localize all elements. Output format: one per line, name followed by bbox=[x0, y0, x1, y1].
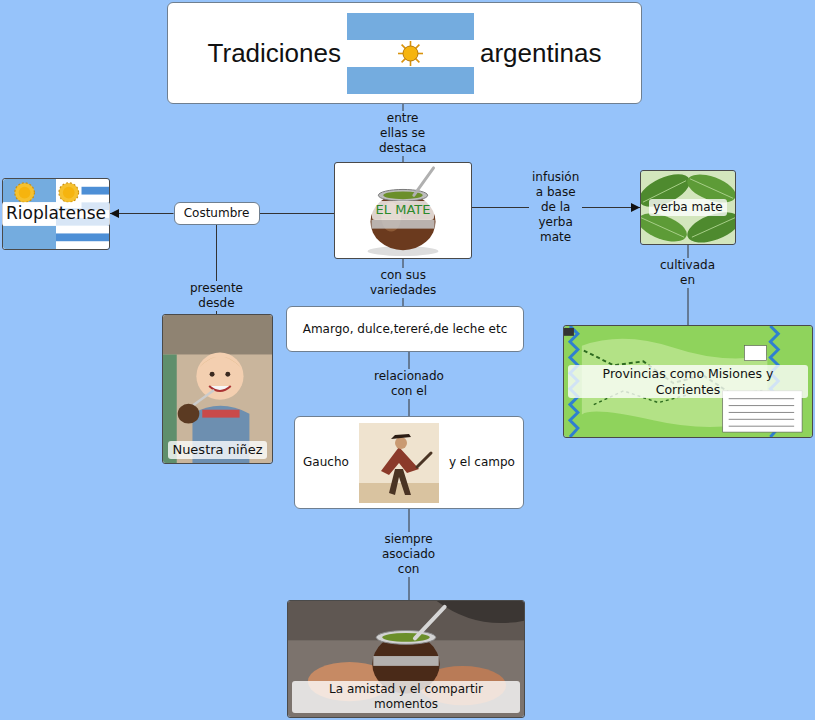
illustration-shape bbox=[196, 352, 243, 399]
illustration-shape bbox=[359, 483, 439, 503]
image-concept: La amistad y el compartir momentos bbox=[287, 600, 525, 718]
link-label: relacionado con el bbox=[371, 369, 447, 399]
illustration-shape bbox=[288, 601, 524, 717]
illustration-shape bbox=[729, 419, 794, 420]
image-slot bbox=[359, 423, 439, 503]
concept-text: Gaucho bbox=[303, 455, 349, 470]
image-slot bbox=[347, 13, 474, 94]
title-text: argentinas bbox=[480, 37, 601, 70]
image-concept: yerba mate bbox=[640, 170, 736, 245]
concept-text: y el campo bbox=[449, 455, 515, 470]
illustration-shape bbox=[729, 398, 794, 399]
connector bbox=[260, 213, 335, 214]
illustration-shape bbox=[692, 218, 735, 237]
illustration-shape bbox=[373, 656, 438, 666]
illustration-shape bbox=[437, 601, 524, 623]
illustration-shape bbox=[359, 423, 439, 503]
concept-box: Gaucho y el campo bbox=[294, 416, 524, 509]
illustration-shape bbox=[347, 13, 474, 40]
illustration-shape bbox=[56, 233, 109, 241]
illustration-shape bbox=[414, 168, 434, 195]
illustration-shape bbox=[403, 46, 418, 61]
image-concept: Rioplatense bbox=[2, 178, 110, 250]
image-concept: EL MATE bbox=[334, 162, 472, 259]
link-label: presente desde bbox=[187, 281, 246, 311]
illustration-shape bbox=[347, 40, 474, 67]
concept-text: Rioplatense bbox=[2, 202, 110, 225]
concept-text: Nuestra niñez bbox=[168, 441, 266, 459]
illustration-shape bbox=[15, 183, 35, 202]
illustration-shape bbox=[690, 179, 733, 198]
illustration-shape bbox=[641, 218, 684, 237]
illustration-shape bbox=[210, 372, 215, 377]
image-concept: Nuestra niñez bbox=[162, 314, 273, 464]
illustration-shape bbox=[225, 372, 230, 377]
link-label: cultivada en bbox=[657, 258, 718, 288]
title-text: Tradiciones bbox=[208, 37, 341, 70]
concept-text: Amargo, dulce,tereré,de leche etc bbox=[303, 322, 508, 337]
illustration-shape bbox=[163, 315, 272, 463]
gaucho-illustration bbox=[359, 423, 439, 503]
illustration-shape bbox=[402, 44, 420, 62]
linking-box: Costumbre bbox=[174, 202, 260, 225]
illustration-shape bbox=[564, 326, 812, 437]
illustration-shape bbox=[335, 163, 471, 258]
illustration-shape bbox=[398, 41, 423, 66]
illustration-shape bbox=[192, 390, 214, 406]
illustration-shape bbox=[371, 220, 434, 229]
illustration-shape bbox=[376, 630, 435, 644]
concept-text: Provincias como Misiones y Corrientes bbox=[568, 365, 808, 398]
illustration-shape bbox=[415, 607, 445, 638]
illustration-shape bbox=[729, 399, 794, 427]
illustration-shape bbox=[729, 405, 794, 406]
illustration-shape bbox=[389, 469, 411, 495]
link-label: siempre asociado con bbox=[379, 532, 438, 577]
illustration-shape bbox=[178, 404, 200, 424]
illustration-shape bbox=[3, 226, 56, 249]
concept-text: Costumbre bbox=[184, 206, 250, 221]
illustration-shape bbox=[378, 189, 427, 201]
illustration-shape bbox=[381, 447, 419, 475]
illustration-shape bbox=[382, 633, 430, 642]
illustration-shape bbox=[641, 179, 735, 237]
illustration-shape bbox=[395, 437, 407, 449]
title-concept: Tradiciones argentinas bbox=[167, 2, 642, 104]
illustration-shape bbox=[198, 356, 241, 368]
illustration-shape bbox=[391, 434, 411, 439]
illustration-shape bbox=[417, 453, 431, 467]
illustration-shape bbox=[59, 183, 79, 202]
illustration-shape bbox=[163, 315, 272, 354]
illustration-shape bbox=[19, 187, 31, 199]
link-label: con sus variedades bbox=[367, 268, 439, 298]
concept-box: Amargo, dulce,tereré,de leche etc bbox=[286, 306, 524, 352]
illustration-shape bbox=[402, 44, 420, 62]
illustration-shape bbox=[564, 328, 574, 336]
illustration-shape bbox=[745, 346, 767, 361]
illustration-shape bbox=[729, 412, 794, 413]
illustration-shape bbox=[63, 187, 75, 199]
illustration-shape bbox=[347, 67, 474, 94]
concept-text: EL MATE bbox=[372, 201, 435, 219]
link-label: infusión a base de la yerba mate bbox=[529, 170, 582, 245]
illustration-shape bbox=[3, 179, 56, 202]
image-concept: Provincias como Misiones y Corrientes bbox=[563, 325, 813, 438]
illustration-shape bbox=[370, 193, 435, 250]
concept-text: yerba mate bbox=[649, 199, 726, 216]
flag-illustration bbox=[347, 13, 474, 94]
connector bbox=[110, 213, 174, 214]
link-label: entre ellas se destaca bbox=[376, 111, 429, 156]
concept-text: La amistad y el compartir momentos bbox=[292, 681, 520, 713]
illustration-shape bbox=[202, 410, 239, 418]
illustration-shape bbox=[729, 426, 794, 427]
